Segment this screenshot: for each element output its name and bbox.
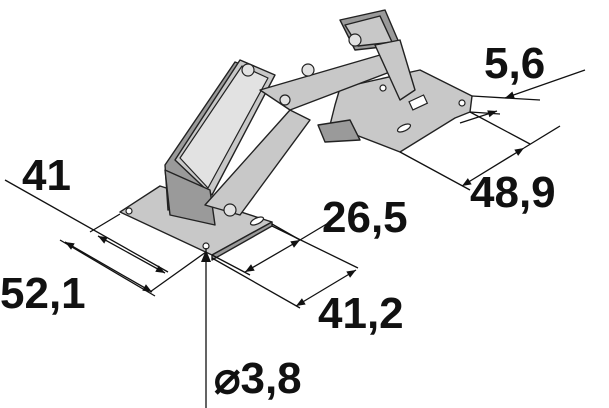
dimension-label-52-1: 52,1 <box>0 269 86 318</box>
hinge-arm <box>164 9 416 226</box>
dimension-label-26-5: 26,5 <box>322 193 408 242</box>
dimension-label-5-6: 5,6 <box>484 39 545 88</box>
dimension-label-41-2: 41,2 <box>318 289 404 338</box>
dimension-label-41: 41 <box>22 151 71 200</box>
dimension-label-48-9: 48,9 <box>470 168 556 217</box>
dimension-lines <box>4 69 586 408</box>
mounting-plate <box>317 69 473 153</box>
dimension-label-diameter-3-8: ⌀3,8 <box>214 354 302 403</box>
